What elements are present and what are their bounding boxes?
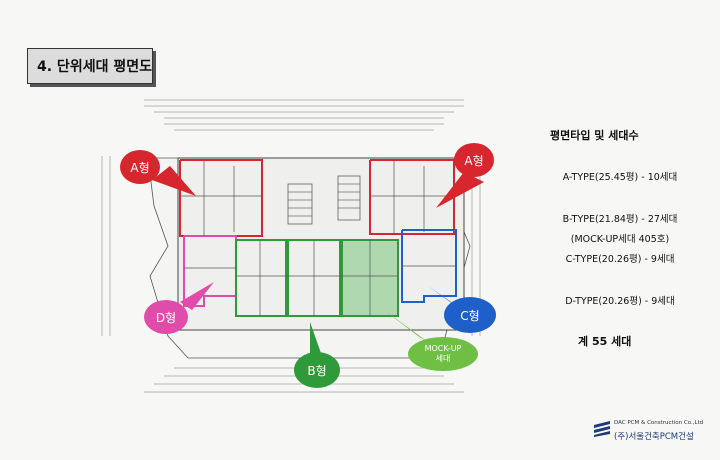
legend-total: 계 55 세대 [578,335,632,348]
c-type-label: C형 [460,308,480,323]
company-logo-icon [594,421,610,437]
a-left-pointer [152,166,196,196]
d-type-badge: D형 [144,300,188,334]
floor-plan [101,99,484,393]
legend-row-b: B-TYPE(21.84평) - 27세대 [562,214,678,225]
legend-row-d: D-TYPE(20.26평) - 9세대 [565,296,675,307]
mockup-label: MOCK-UP 세대 [424,344,462,363]
b-type-badge: B형 [294,352,340,388]
page-title-text: 4. 단위세대 평면도 [37,59,152,75]
building-body [177,157,465,331]
a-type-right-label: A형 [464,153,484,168]
a-type-left-outline [179,159,263,237]
interior-walls [180,160,456,316]
dimension-lines-top [144,99,464,131]
b-type-label: B형 [307,363,327,378]
legend-row-mockup: (MOCK-UP세대 405호) [570,234,670,245]
a-type-left-label: A형 [130,160,150,175]
d-type-outline [183,235,237,307]
legend-row-c: C-TYPE(20.26평) - 9세대 [565,254,675,265]
mockup-badge: MOCK-UP 세대 [408,337,478,371]
c-type-badge: C형 [444,297,496,333]
legend-row-a: A-TYPE(25.45평) - 10세대 [562,172,678,183]
mockup-pointer [384,310,428,342]
d-pointer [180,282,214,310]
company-name-english: DAC PCM & Construction Co.,Ltd [614,420,704,426]
a-type-right-badge: A형 [454,143,494,177]
legend-title: 평면타입 및 세대수 [550,129,639,142]
page-title: 4. 단위세대 평면도 [27,48,153,84]
b-pointer [310,322,322,356]
c-type-outline [401,229,457,303]
a-right-pointer [436,172,484,208]
a-type-left-badge: A형 [120,150,160,184]
b-type-unit-1 [235,239,287,317]
company-name-korean: (주)서울건축PCM건설 [614,432,694,442]
stair-core [287,175,361,225]
d-type-label: D형 [155,310,177,325]
company-footer: DAC PCM & Construction Co.,Ltd (주)서울건축PC… [588,418,708,442]
a-type-right-outline [369,159,455,235]
